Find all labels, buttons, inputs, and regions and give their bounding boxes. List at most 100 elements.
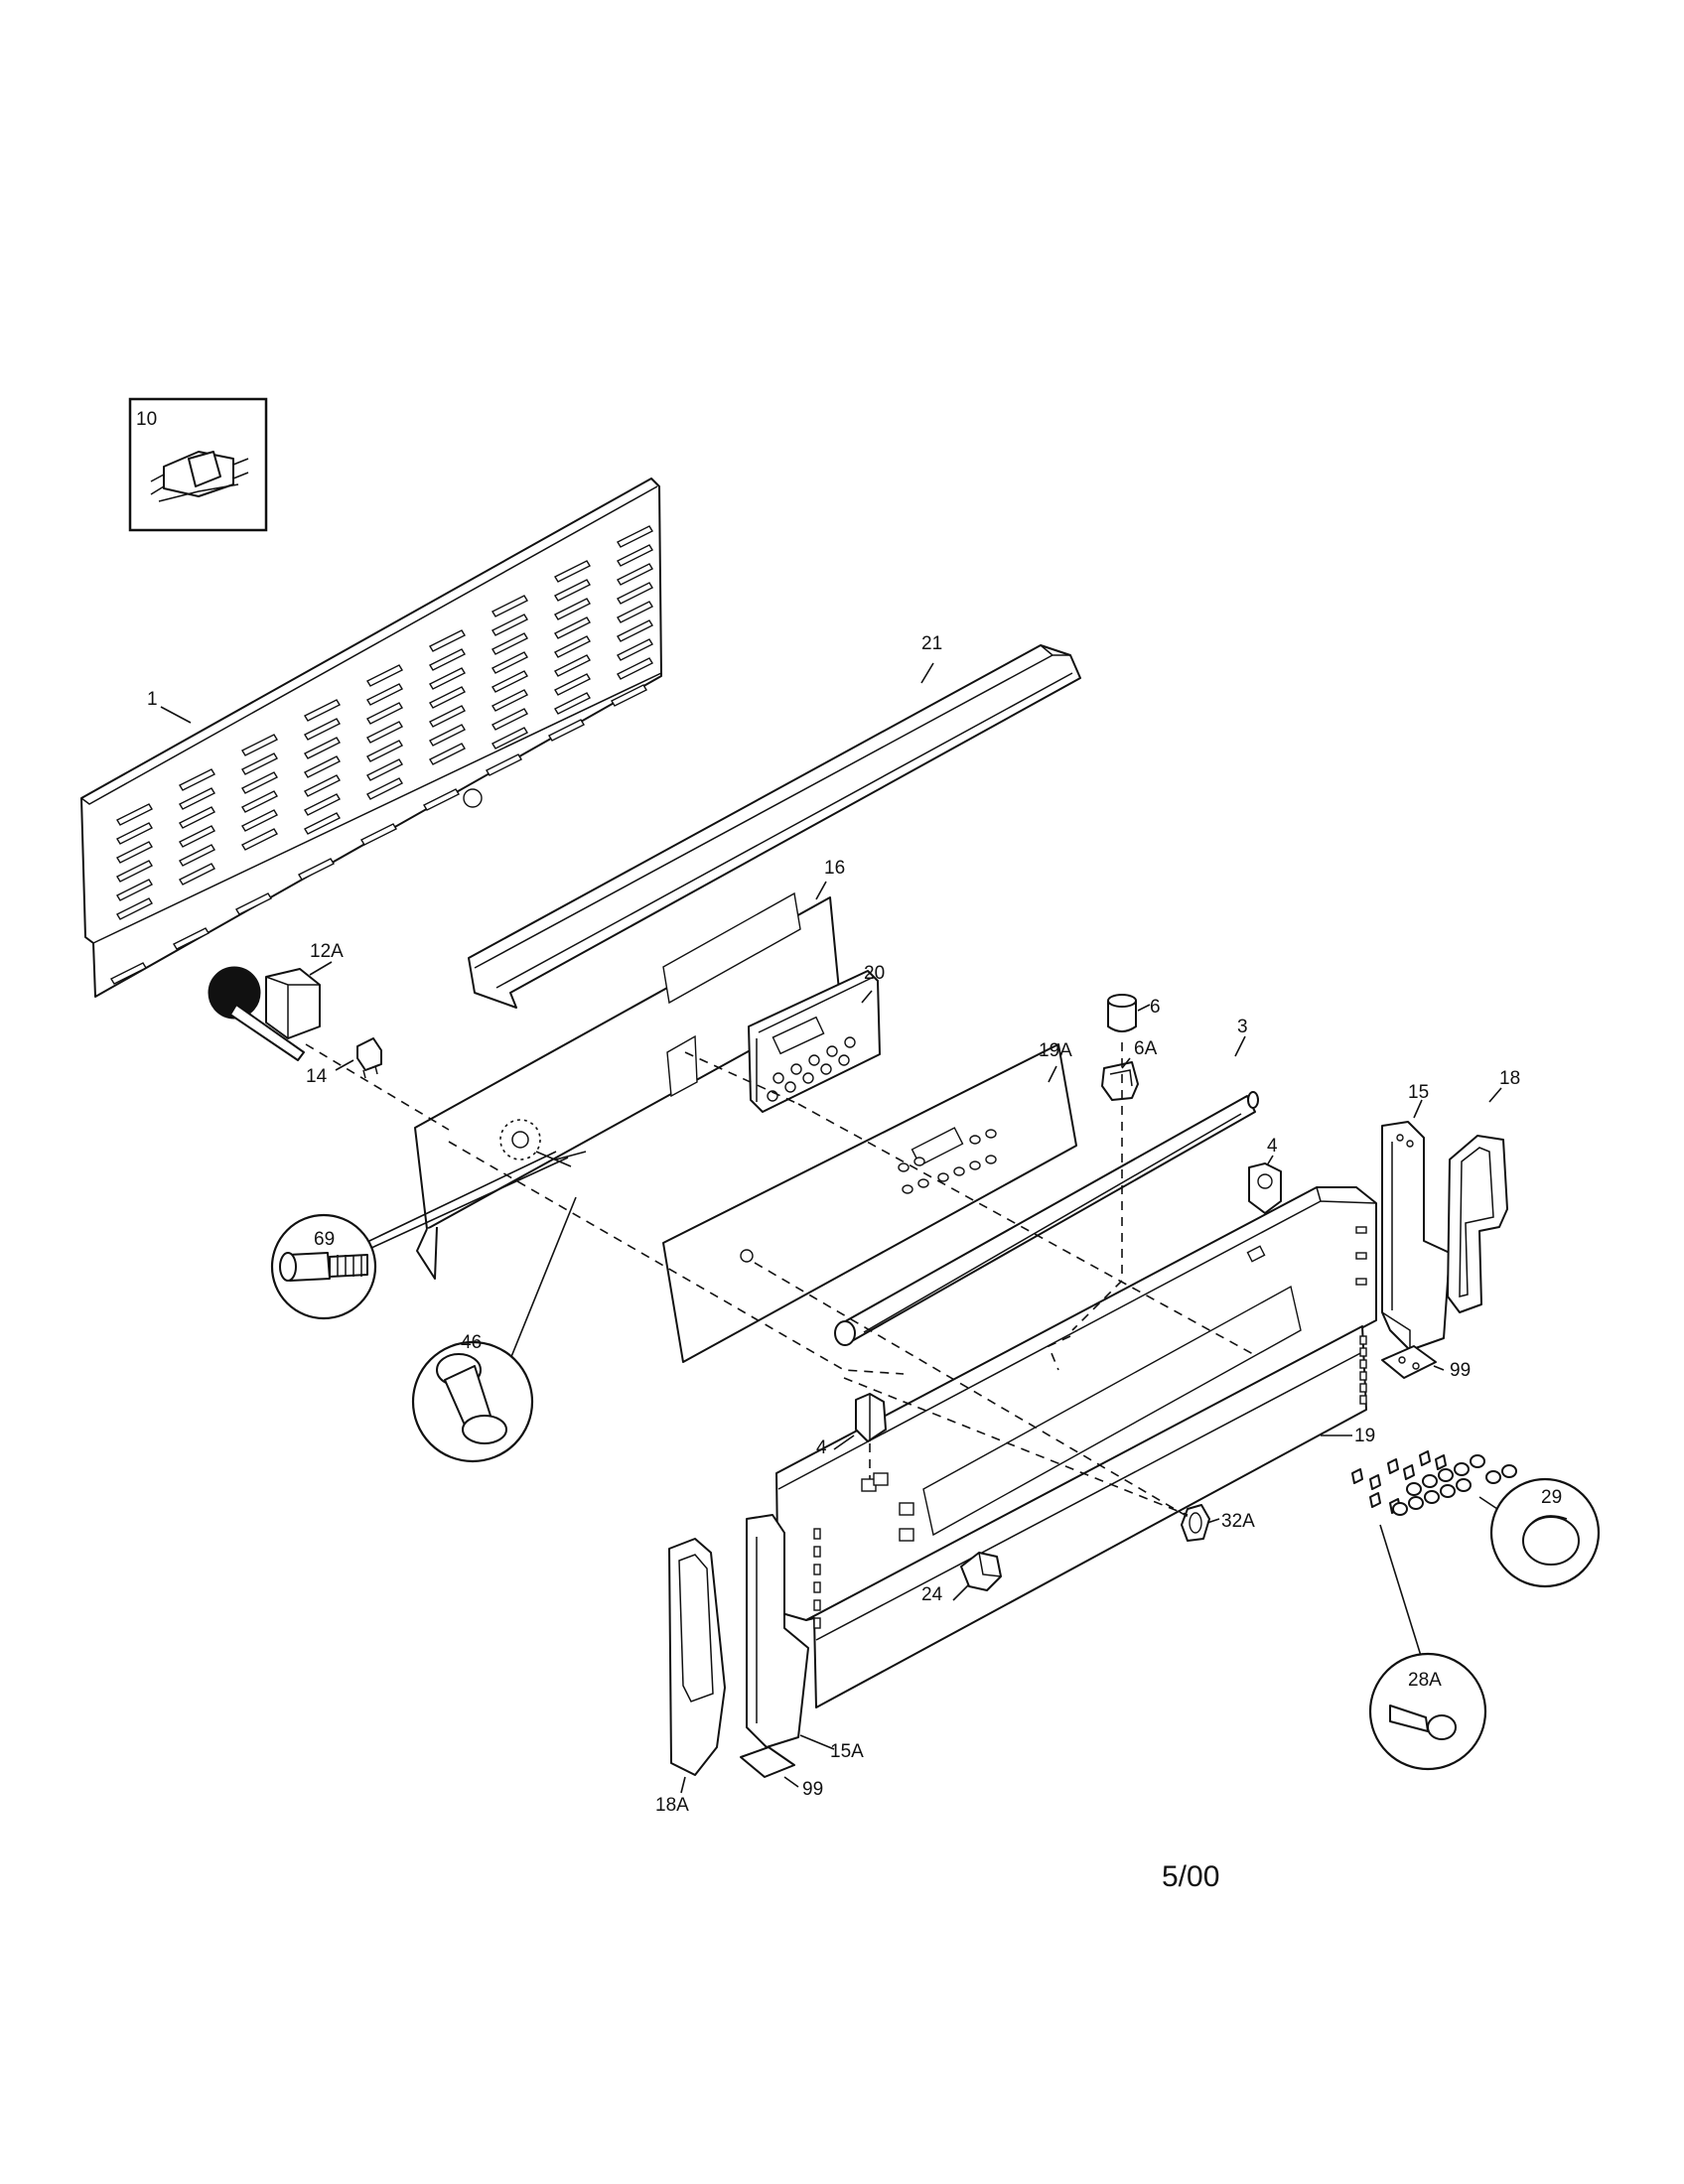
control-panel-backing — [414, 891, 841, 1280]
louver-slot — [617, 563, 653, 586]
louver-slot — [179, 825, 215, 848]
louver-slot — [241, 790, 278, 813]
label-21: 21 — [921, 633, 942, 654]
louver-slot — [304, 793, 341, 816]
louver-slot — [554, 673, 591, 696]
louver-slot — [429, 686, 466, 709]
label-19: 19 — [1354, 1426, 1375, 1446]
louver-slot — [304, 699, 341, 722]
label-32A: 32A — [1221, 1511, 1255, 1532]
louver-slot — [366, 777, 403, 800]
louver-slot — [617, 638, 653, 661]
label-14: 14 — [306, 1066, 328, 1087]
louver-slot — [554, 579, 591, 602]
louver-slot — [491, 651, 528, 674]
label-1: 1 — [147, 689, 158, 710]
label-15: 15 — [1408, 1082, 1429, 1103]
bracket-4-lower — [855, 1393, 887, 1442]
louver-slot — [491, 595, 528, 617]
louver-slot — [617, 619, 653, 642]
louver-slot — [554, 616, 591, 639]
louver-slot — [617, 544, 653, 567]
louver-slot — [241, 734, 278, 756]
louver-slot — [173, 927, 210, 950]
label-6: 6 — [1150, 997, 1161, 1018]
louver-slot — [429, 667, 466, 690]
louver-slot — [235, 892, 272, 915]
connector-14 — [356, 1037, 382, 1079]
label-16: 16 — [824, 858, 845, 879]
label-29: 29 — [1541, 1487, 1562, 1508]
part-labels: 10 1 21 16 12A 20 14 19A 6 6A 3 18 15 4 … — [136, 409, 1562, 1816]
louver-slot — [554, 598, 591, 620]
louver-slot — [116, 879, 153, 901]
inset-part-10 — [128, 397, 268, 532]
louver-slot — [429, 724, 466, 747]
relay-12A — [208, 966, 321, 1061]
label-6A: 6A — [1134, 1038, 1158, 1059]
top-trim-bar — [468, 644, 1081, 1009]
louver-slot — [366, 758, 403, 781]
callout-28A — [1368, 1652, 1487, 1771]
bracket-4-upper — [1248, 1162, 1282, 1214]
label-99-left: 99 — [802, 1779, 823, 1800]
louver-slot — [554, 635, 591, 658]
louver-slot — [241, 752, 278, 775]
louver-slot — [179, 768, 215, 791]
louver-slot — [554, 692, 591, 715]
louver-slot — [617, 525, 653, 548]
louver-slot — [241, 809, 278, 832]
louver-slot — [491, 708, 528, 731]
louver-slot — [304, 718, 341, 741]
louver-slot — [491, 689, 528, 712]
louver-slot — [548, 719, 585, 742]
louver-slot — [491, 632, 528, 655]
end-cap-18 — [1447, 1135, 1508, 1313]
label-18A: 18A — [655, 1795, 689, 1816]
callout-29 — [1489, 1477, 1601, 1588]
louver-slot — [491, 670, 528, 693]
louver-slot — [429, 705, 466, 728]
louver-slot — [611, 684, 647, 707]
louver-slot — [116, 803, 153, 826]
back-guard-panel — [80, 478, 662, 998]
label-46: 46 — [461, 1332, 482, 1353]
louver-slot — [429, 743, 466, 765]
label-4-lower: 4 — [816, 1437, 827, 1458]
louver-slot — [241, 828, 278, 851]
label-99-right: 99 — [1450, 1360, 1471, 1381]
louver-slot — [554, 560, 591, 583]
louver-slot — [366, 740, 403, 762]
tube-3 — [834, 1091, 1259, 1346]
label-24: 24 — [921, 1584, 943, 1605]
label-69: 69 — [314, 1229, 335, 1250]
louver-slot — [304, 737, 341, 759]
louver-slot — [491, 727, 528, 750]
louver-slot — [366, 664, 403, 687]
selector-switch — [499, 1119, 587, 1167]
louver-slot — [241, 771, 278, 794]
louver-slot — [110, 962, 147, 985]
label-3: 3 — [1237, 1017, 1248, 1037]
label-18: 18 — [1499, 1068, 1520, 1089]
side-bracket-15 — [1381, 1121, 1451, 1351]
control-board-buttons — [767, 1036, 856, 1102]
louver-slot — [491, 614, 528, 636]
louver-slot — [617, 582, 653, 605]
assembly-lines — [305, 1042, 1254, 1520]
label-20: 20 — [864, 963, 885, 984]
louver-slot — [304, 774, 341, 797]
louver-slot — [116, 897, 153, 920]
label-12A: 12A — [310, 941, 344, 962]
end-cap-18A — [668, 1538, 726, 1776]
label-28A: 28A — [1408, 1670, 1442, 1691]
callout-69 — [270, 1213, 377, 1320]
louver-slot — [617, 657, 653, 680]
control-overlay-19A — [662, 1043, 1077, 1363]
screw-and-knob-cluster — [1351, 1450, 1517, 1516]
louver-slot — [116, 860, 153, 883]
louver-slot — [617, 601, 653, 623]
valve-24 — [960, 1552, 1002, 1591]
louver-slot — [366, 702, 403, 725]
